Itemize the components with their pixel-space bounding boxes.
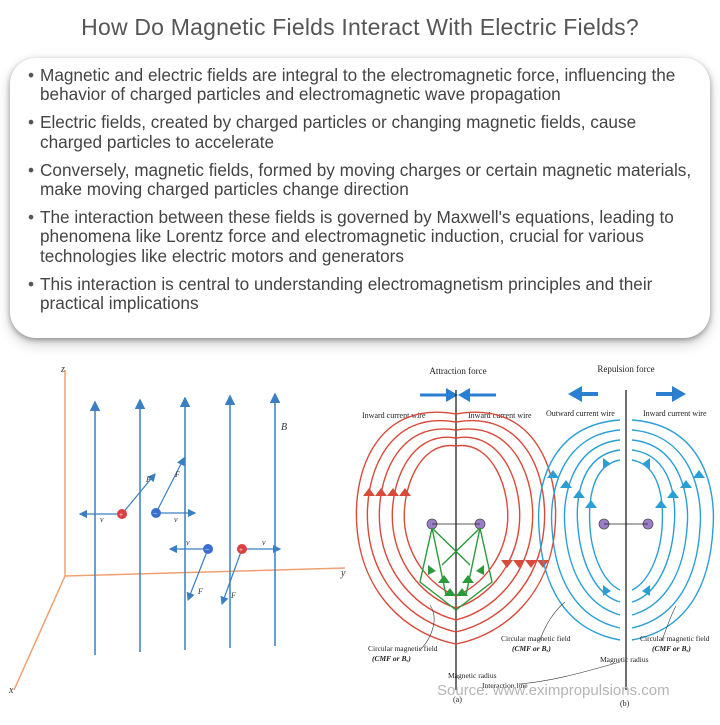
- bullet-item: Electric fields, created by charged part…: [28, 113, 696, 152]
- repulsion-arrowheads: [547, 458, 705, 596]
- panel-label-a: (a): [453, 695, 462, 704]
- svg-text:F: F: [230, 591, 236, 600]
- magnetic-radius-label-2: Magnetic radius: [600, 655, 649, 664]
- positive-charge-2: + v F: [220, 538, 282, 606]
- x-axis: [13, 575, 66, 691]
- field-label: B: [281, 422, 287, 433]
- bullet-item: Conversely, magnetic fields, formed by m…: [28, 160, 696, 199]
- green-field-lines: [419, 527, 493, 611]
- svg-text:v: v: [186, 538, 190, 547]
- cmf-label-mid: Circular magnetic field: [501, 634, 571, 643]
- attraction-field-loops: [355, 411, 557, 645]
- bullet-list: Magnetic and electric fields are integra…: [28, 65, 696, 322]
- svg-text:+: +: [119, 511, 123, 519]
- svg-text:v: v: [100, 515, 104, 524]
- page-title: How Do Magnetic Fields Interact With Ele…: [81, 14, 639, 40]
- svg-text:F: F: [197, 587, 203, 596]
- inward-wire-label-repulsion: Inward current wire: [643, 409, 707, 418]
- svg-text:(CMF or B,): (CMF or B,): [372, 654, 411, 663]
- svg-text:+: +: [239, 546, 243, 554]
- source-credit: Source: www.eximpropulsions.com: [437, 682, 670, 699]
- outward-wire-label: Outward current wire: [546, 409, 615, 418]
- attraction-title: Attraction force: [429, 366, 486, 376]
- svg-text:F: F: [174, 470, 180, 479]
- magnetic-radius-label-1: Magnetic radius: [448, 671, 497, 680]
- lorentz-diagram: z y x B + v F: [8, 364, 346, 696]
- panel-label-b: (b): [620, 699, 630, 708]
- svg-text:−: −: [205, 545, 210, 554]
- positive-charge-1: + v F: [78, 473, 156, 524]
- y-axis-label: y: [340, 568, 346, 579]
- bullet-item: This interaction is central to understan…: [28, 274, 696, 313]
- negative-charge-1: − v F: [151, 456, 197, 524]
- svg-text:v: v: [174, 515, 178, 524]
- bullet-item: Magnetic and electric fields are integra…: [28, 65, 696, 104]
- illustration-svg: z y x B + v F: [8, 364, 715, 708]
- illustration: z y x B + v F: [0, 350, 720, 720]
- bullet-item: The interaction between these fields is …: [28, 208, 696, 266]
- svg-text:(CMF or B,): (CMF or B,): [652, 644, 691, 653]
- z-axis-label: z: [60, 364, 65, 375]
- repulsion-field-loops: [537, 419, 715, 641]
- negative-charge-2: − v F: [168, 538, 213, 602]
- attraction-diagram: Attraction force Inward current wire Inw…: [355, 366, 557, 704]
- svg-text:(CMF or B,): (CMF or B,): [512, 644, 551, 653]
- attraction-arrowheads: [363, 488, 549, 568]
- cmf-label-a: Circular magnetic field: [368, 644, 438, 653]
- interaction-line-label: Interaction line: [482, 681, 528, 690]
- svg-text:v: v: [262, 538, 266, 547]
- field-lines: [89, 392, 281, 655]
- y-axis: [64, 567, 346, 577]
- x-axis-label: x: [8, 685, 14, 696]
- svg-text:F: F: [145, 475, 151, 484]
- repulsion-diagram: Repulsion force Outward current wire Inw…: [419, 364, 715, 708]
- repulsion-title: Repulsion force: [597, 364, 654, 374]
- cmf-label-b: Circular magnetic field: [640, 634, 710, 643]
- svg-text:−: −: [153, 509, 158, 518]
- inward-wire-label-left: Inward current wire: [362, 411, 426, 420]
